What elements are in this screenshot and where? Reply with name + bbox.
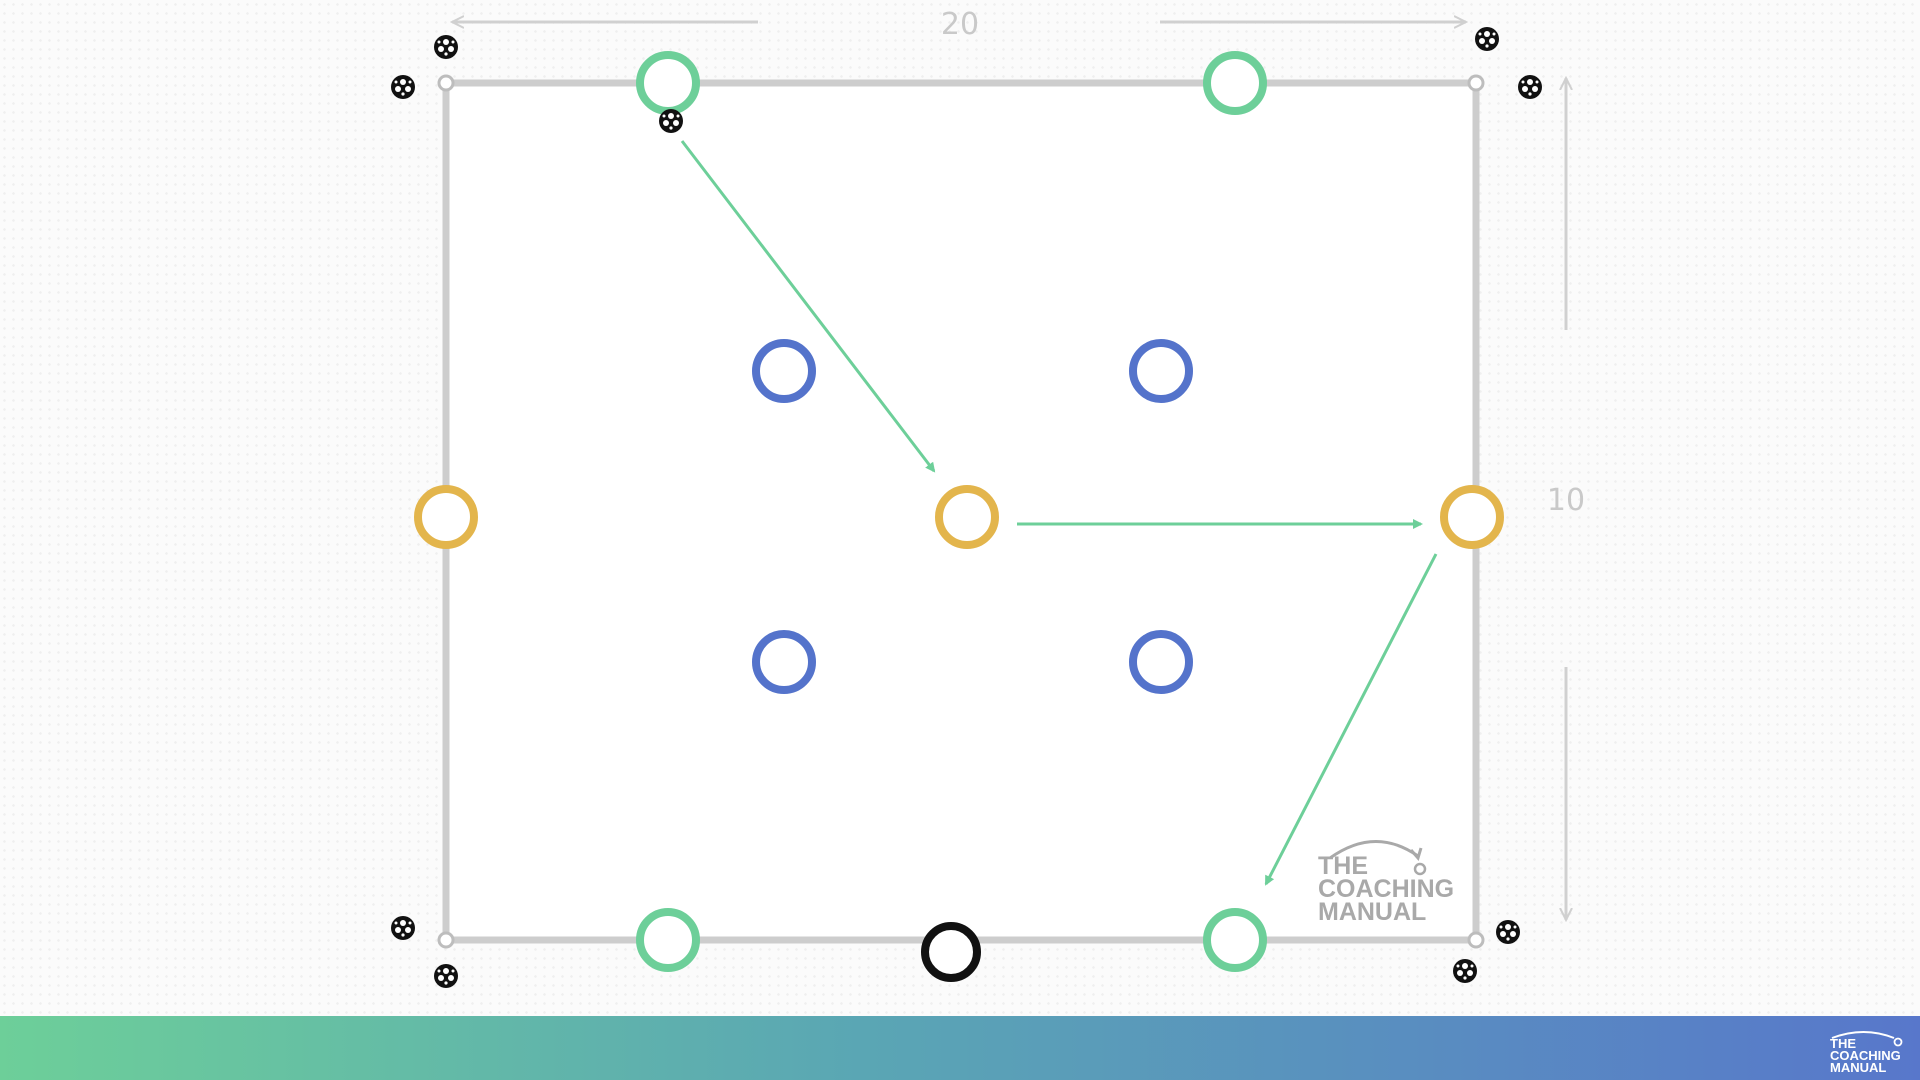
height-dimension-label: 10 — [1547, 483, 1585, 518]
coaching-manual-footer-logo: THE COACHING MANUAL — [1830, 1031, 1903, 1074]
green-player-top-right — [1203, 51, 1267, 115]
coaching-manual-watermark-logo: THE COACHING MANUAL — [1318, 840, 1454, 926]
footer-logo-line-1: THE — [1830, 1036, 1856, 1051]
blue-player-upper-right — [1129, 339, 1193, 403]
soccer-ball-icon — [659, 109, 683, 133]
pass-arrow-1 — [680, 140, 936, 473]
footer-logo-line-2: COACHING — [1830, 1048, 1901, 1063]
cone-marker-icon — [437, 74, 455, 92]
cone-marker-icon — [1467, 931, 1485, 949]
soccer-ball-icon — [1453, 959, 1477, 983]
watermark-line-2: COACHING — [1318, 875, 1454, 903]
blue-player-lower-left — [752, 630, 816, 694]
soccer-ball-icon — [391, 75, 415, 99]
watermark-line-3: MANUAL — [1318, 898, 1426, 926]
green-player-top-left — [636, 51, 700, 115]
pitch-svg: 20 10 — [391, 7, 1585, 988]
soccer-ball-icon — [1475, 27, 1499, 51]
footer-gradient-bar — [0, 1016, 1920, 1080]
green-player-bottom-right — [1203, 908, 1267, 972]
soccer-ball-icon — [434, 35, 458, 59]
black-player-bottom-center — [921, 922, 981, 982]
yellow-player-center — [935, 485, 999, 549]
soccer-ball-icon — [391, 916, 415, 940]
cone-marker-icon — [1467, 74, 1485, 92]
width-dimension-label: 20 — [941, 7, 979, 42]
yellow-player-right — [1440, 485, 1504, 549]
soccer-ball-icon — [1518, 75, 1542, 99]
soccer-ball-icon — [1496, 920, 1520, 944]
pass-arrow-3 — [1264, 553, 1438, 886]
watermark-line-1: THE — [1318, 852, 1368, 880]
blue-player-upper-left — [752, 339, 816, 403]
footer-logo-line-3: MANUAL — [1830, 1060, 1886, 1074]
cone-marker-icon — [437, 931, 455, 949]
blue-player-lower-right — [1129, 630, 1193, 694]
yellow-player-left — [414, 485, 478, 549]
soccer-ball-icon — [434, 964, 458, 988]
green-player-bottom-left — [636, 908, 700, 972]
